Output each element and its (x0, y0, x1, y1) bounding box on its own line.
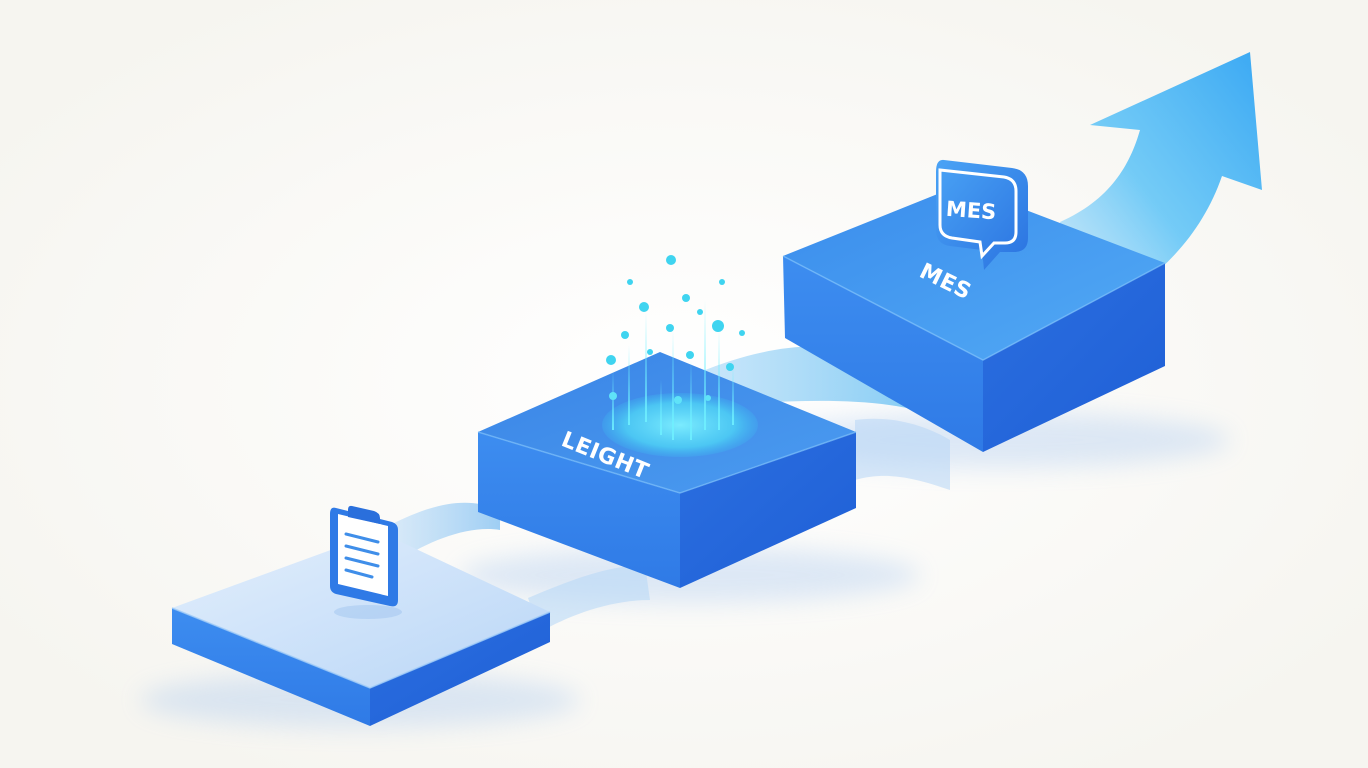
connector-ribbon-lower (390, 502, 650, 632)
mes-speech-badge-icon: MES (936, 159, 1028, 270)
data-particles-icon (606, 255, 745, 440)
mes-badge-text: MES (945, 197, 997, 224)
step-3-block: MES (782, 185, 1166, 452)
step-1-block (171, 532, 551, 726)
clipboard-icon (330, 505, 402, 619)
